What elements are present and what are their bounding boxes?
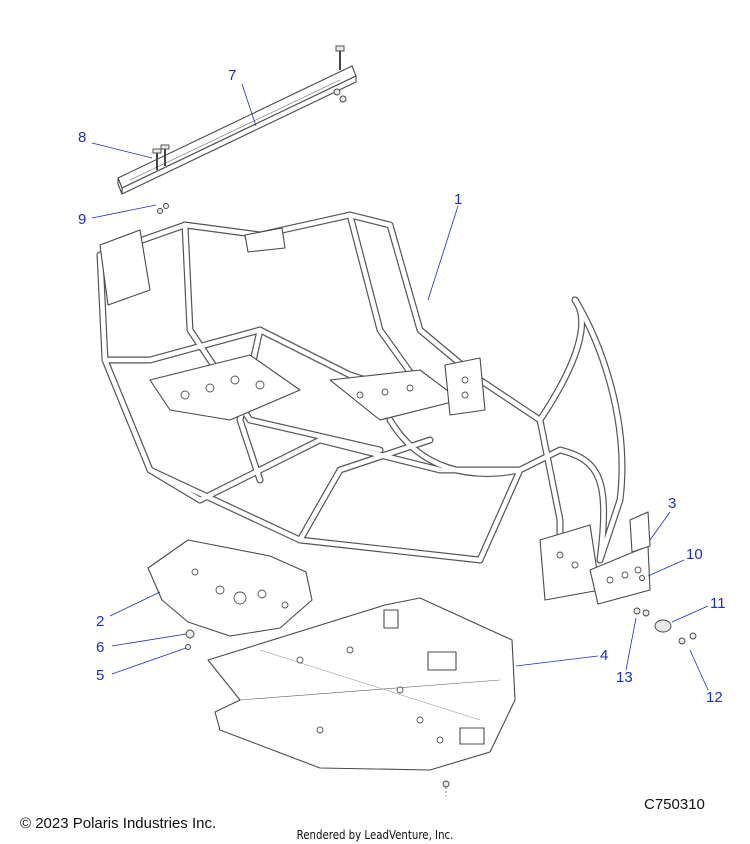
part-12-screw bbox=[678, 632, 697, 645]
leader-10 bbox=[647, 559, 685, 577]
callout-3[interactable]: 3 bbox=[668, 495, 677, 512]
frame-tube-inner bbox=[297, 437, 433, 543]
callout-8[interactable]: 8 bbox=[78, 129, 87, 146]
frame-tube-inner bbox=[97, 252, 203, 503]
part-13-nut bbox=[633, 607, 650, 617]
part-2-front-skid-plate[interactable] bbox=[147, 539, 313, 637]
part-11-clip bbox=[654, 619, 672, 633]
part-7-bolt-top bbox=[333, 45, 347, 103]
leader-13 bbox=[625, 617, 637, 671]
leader-8 bbox=[91, 142, 153, 159]
rendered-by-credit: Rendered by LeadVenture, Inc. bbox=[296, 828, 454, 842]
callout-1[interactable]: 1 bbox=[454, 191, 463, 208]
leader-7 bbox=[241, 83, 257, 127]
frame-tube-inner bbox=[537, 297, 584, 423]
part-4-main-skid-plate[interactable] bbox=[207, 597, 516, 771]
frame-tube-inner bbox=[387, 222, 543, 423]
leader-2 bbox=[109, 591, 161, 617]
frame-tube-inner bbox=[387, 417, 523, 476]
frame-tube bbox=[296, 436, 434, 544]
leader-1 bbox=[427, 205, 459, 301]
leader-4 bbox=[515, 655, 599, 667]
part-10-nut bbox=[639, 575, 645, 581]
frame-tube-inner bbox=[557, 447, 606, 563]
leader-5 bbox=[111, 647, 187, 675]
callout-5[interactable]: 5 bbox=[96, 667, 105, 684]
part-7-cross-bar[interactable] bbox=[117, 65, 357, 195]
callout-11[interactable]: 11 bbox=[710, 595, 726, 612]
callout-9[interactable]: 9 bbox=[78, 211, 87, 228]
part-3-bracket[interactable] bbox=[589, 511, 651, 605]
callout-12[interactable]: 12 bbox=[706, 689, 723, 706]
diagram-code: C750310 bbox=[644, 796, 705, 813]
callout-13[interactable]: 13 bbox=[616, 669, 633, 686]
callout-6[interactable]: 6 bbox=[96, 639, 105, 656]
leader-12 bbox=[689, 649, 709, 691]
part-5-screw bbox=[185, 644, 191, 650]
leader-6 bbox=[111, 633, 187, 647]
part-1-main-frame[interactable] bbox=[96, 211, 626, 601]
callout-10[interactable]: 10 bbox=[686, 546, 703, 563]
part-8-bolts bbox=[152, 144, 170, 170]
leader-9 bbox=[91, 204, 157, 219]
leader-11 bbox=[671, 605, 709, 623]
copyright-notice: © 2023 Polaris Industries Inc. bbox=[20, 815, 217, 832]
callout-4[interactable]: 4 bbox=[600, 647, 609, 664]
frame-tube-inner bbox=[572, 297, 625, 563]
part-6-washer bbox=[185, 629, 195, 639]
callout-7[interactable]: 7 bbox=[228, 67, 237, 84]
frame-tube-inner bbox=[247, 417, 383, 453]
callout-2[interactable]: 2 bbox=[96, 613, 105, 630]
part-9-nut bbox=[157, 203, 169, 214]
part-4-fastener bbox=[442, 780, 450, 796]
leader-3 bbox=[649, 511, 671, 541]
